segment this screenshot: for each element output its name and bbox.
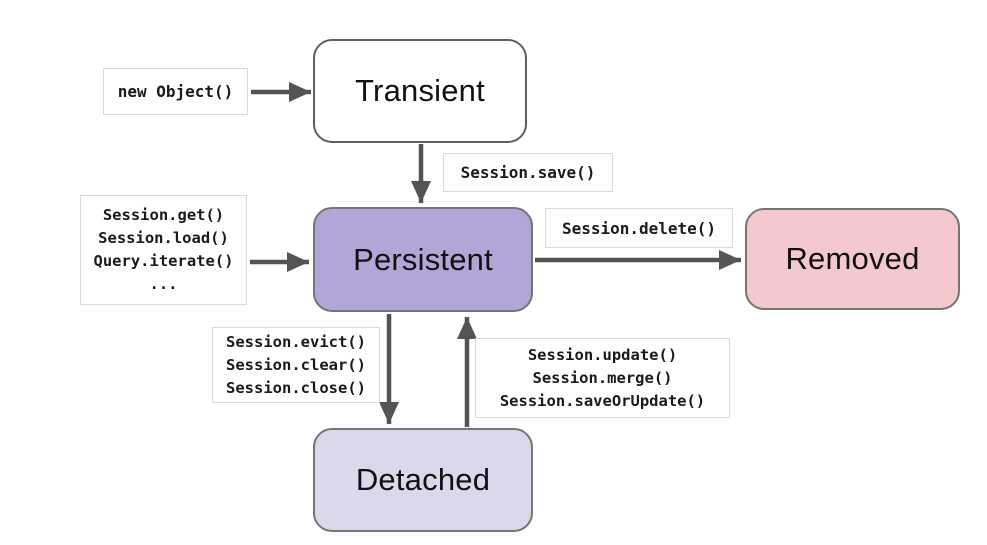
label-session-delete: Session.delete() [545,208,733,248]
state-removed: Removed [745,208,960,310]
code-line: Session.evict() [226,332,366,351]
label-new-object: new Object() [103,68,248,115]
label-session-delete-text: Session.delete() [561,218,717,238]
code-line: ... [149,275,178,293]
label-session-update-group: Session.update() Session.merge() Session… [475,338,730,418]
label-session-evict-group: Session.evict() Session.clear() Session.… [212,327,380,403]
code-line: Session.get() [102,206,225,224]
label-new-object-text: new Object() [117,82,234,101]
state-persistent-label: Persistent [353,241,493,277]
code-line: Session.merge() [532,368,673,387]
code-line: Query.iterate() [93,252,234,270]
code-line: Session.load() [98,229,229,247]
label-session-save-text: Session.save() [460,163,596,182]
state-removed-label: Removed [785,241,920,276]
label-session-load-group: Session.get() Session.load() Query.itera… [80,195,247,305]
code-line: Session.close() [226,378,366,397]
state-persistent: Persistent [313,207,533,312]
state-transient: Transient [313,39,527,143]
code-line: Session.update() [527,345,678,364]
state-detached-label: Detached [355,462,491,497]
code-line: Session.clear() [226,355,366,374]
state-detached: Detached [313,428,533,532]
label-session-save: Session.save() [443,153,613,192]
code-line: Session.saveOrUpdate() [499,391,706,410]
state-transient-label: Transient [355,73,485,108]
